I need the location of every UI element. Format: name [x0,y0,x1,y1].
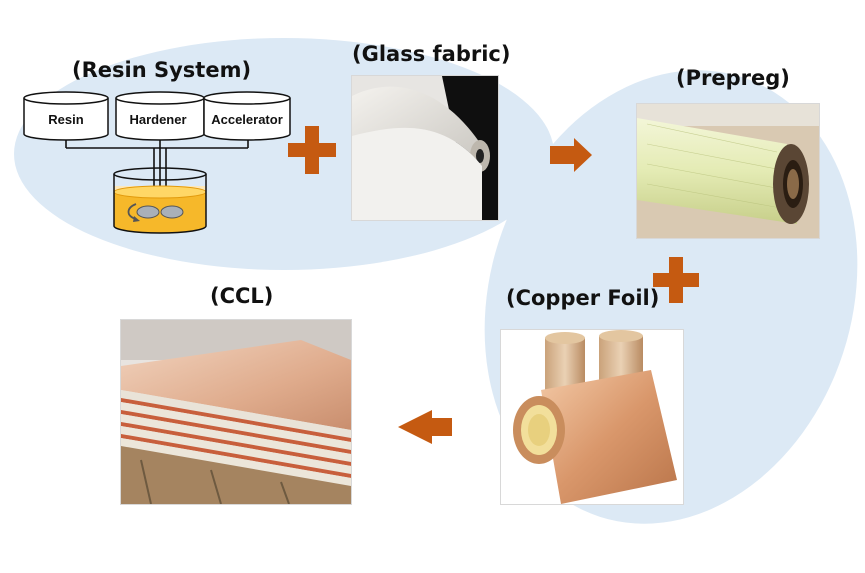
prepreg-photo [637,104,819,238]
resin-system-title: (Resin System) [72,58,252,82]
plus-icon-prepreg-copper [653,257,699,303]
accelerator-tank [203,91,291,141]
hardener-tank [115,91,205,141]
tank-label-resin: Resin [48,112,83,127]
tank-label-accelerator: Accelerator [211,112,283,127]
resin-tank [23,91,109,141]
plus-icon-resin-glass [288,126,336,174]
ccl-photo [121,320,351,504]
arrow-left-icon [398,410,452,444]
arrow-right-icon [550,138,592,172]
mixing-vessel [113,167,207,234]
copper-foil-title: (Copper Foil) [506,286,660,310]
ccl-title: (CCL) [210,284,274,308]
glass-fabric-title: (Glass fabric) [352,42,511,66]
tank-label-hardener: Hardener [129,112,186,127]
glass-fabric-photo [352,76,498,220]
copper-foil-photo [501,330,683,504]
resin-system-diagram: Resin Hardener Accelerator [23,91,699,444]
prepreg-title: (Prepreg) [676,66,790,90]
